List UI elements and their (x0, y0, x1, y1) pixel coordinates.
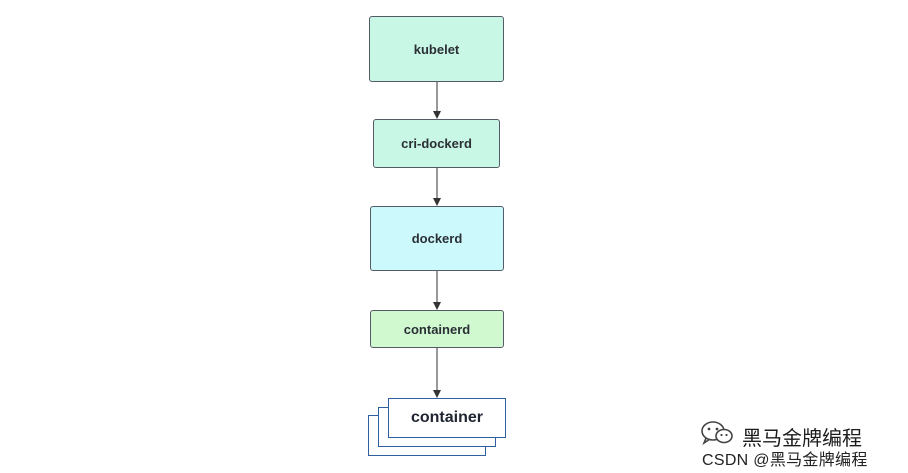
node-containerd: containerd (370, 310, 504, 348)
node-dockerd: dockerd (370, 206, 504, 271)
watermark-csdn-text: CSDN @黑马金牌编程 (702, 452, 868, 469)
wechat-icon (700, 420, 734, 452)
node-container: container (388, 398, 506, 438)
node-kubelet: kubelet (369, 16, 504, 82)
node-cri-dockerd: cri-dockerd (373, 119, 500, 168)
watermark-brand-text: 黑马金牌编程 (742, 427, 862, 450)
watermark-brand: 黑马金牌编程 (700, 420, 862, 452)
